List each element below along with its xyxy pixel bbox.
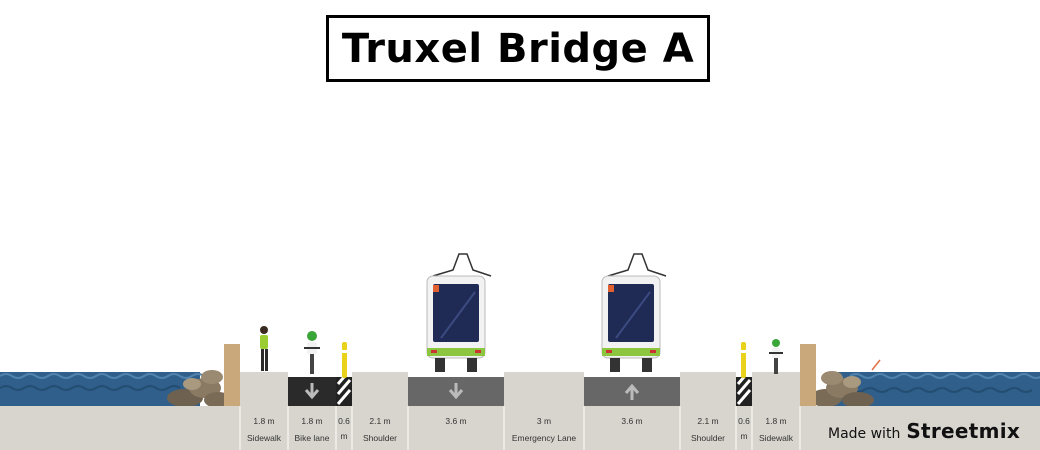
segment-width: 3.6 m	[621, 416, 643, 426]
segment-name: Sidewalk	[758, 433, 794, 443]
segment-name: Shoulder	[690, 433, 726, 443]
abutment-right	[800, 344, 816, 406]
segment-width: 2.1 m	[369, 416, 391, 426]
sidewalk-left-surface	[240, 372, 288, 406]
shoulder-right-surface	[680, 372, 736, 406]
water-left	[0, 372, 205, 408]
made-with-text: Made with	[828, 426, 901, 442]
segment-name: Bike lane	[294, 433, 330, 443]
buffer-hatch-left	[336, 376, 352, 405]
segment-label: 3.6 m	[584, 410, 680, 450]
arrow-down-icon	[448, 383, 464, 400]
tram-icon	[426, 253, 492, 372]
buffer-hatch-right	[736, 376, 752, 405]
segment-width: 3 m	[536, 416, 552, 426]
segment-width: 0.6 m	[338, 416, 350, 441]
arrow-up-icon	[624, 383, 640, 400]
segment-label: 3 m Emergency Lane	[504, 410, 584, 450]
segment-label: 1.8 m Sidewalk	[752, 410, 800, 450]
segment-label: 0.6 m	[734, 410, 754, 450]
segment-name: Shoulder	[362, 433, 398, 443]
segment-label: 1.8 m Sidewalk	[240, 410, 288, 450]
segment-width: 3.6 m	[445, 416, 467, 426]
segment-label: 0.6 m	[334, 410, 354, 450]
segment-width: 1.8 m	[765, 416, 787, 426]
arrow-down-icon	[304, 383, 320, 400]
segment-name: Sidewalk	[246, 433, 282, 443]
segment-label: 2.1 m Shoulder	[352, 410, 408, 450]
pedestrian-icon	[260, 326, 268, 371]
bollard-icon	[342, 342, 347, 378]
segment-width: 0.6 m	[738, 416, 750, 441]
segment-width: 1.8 m	[253, 416, 275, 426]
street-title: Truxel Bridge A	[341, 25, 695, 72]
abutment-left	[224, 344, 240, 406]
sidewalk-right-surface	[752, 372, 800, 406]
cyclist-icon	[304, 331, 320, 374]
label-separators	[239, 406, 801, 450]
segment-width: 1.8 m	[301, 416, 323, 426]
tram-icon	[601, 253, 667, 372]
streetmix-logo: Streetmix	[906, 419, 1021, 443]
segment-name: Emergency Lane	[511, 433, 577, 443]
cyclist-icon	[769, 339, 783, 374]
segment-label: 2.1 m Shoulder	[680, 410, 736, 450]
shoulder-left-surface	[352, 372, 408, 406]
segment-width: 2.1 m	[697, 416, 719, 426]
rocks-right	[810, 371, 874, 408]
segment-label: 1.8 m Bike lane	[288, 410, 336, 450]
buoy-marker	[871, 359, 881, 371]
made-with-streetmix: Made with Streetmix	[828, 419, 1020, 445]
segment-label: 3.6 m	[408, 410, 504, 450]
ground-band	[0, 406, 1040, 450]
bollard-icon	[741, 342, 746, 378]
emergency-lane-surface	[504, 372, 584, 406]
street-title-box: Truxel Bridge A	[326, 15, 710, 82]
